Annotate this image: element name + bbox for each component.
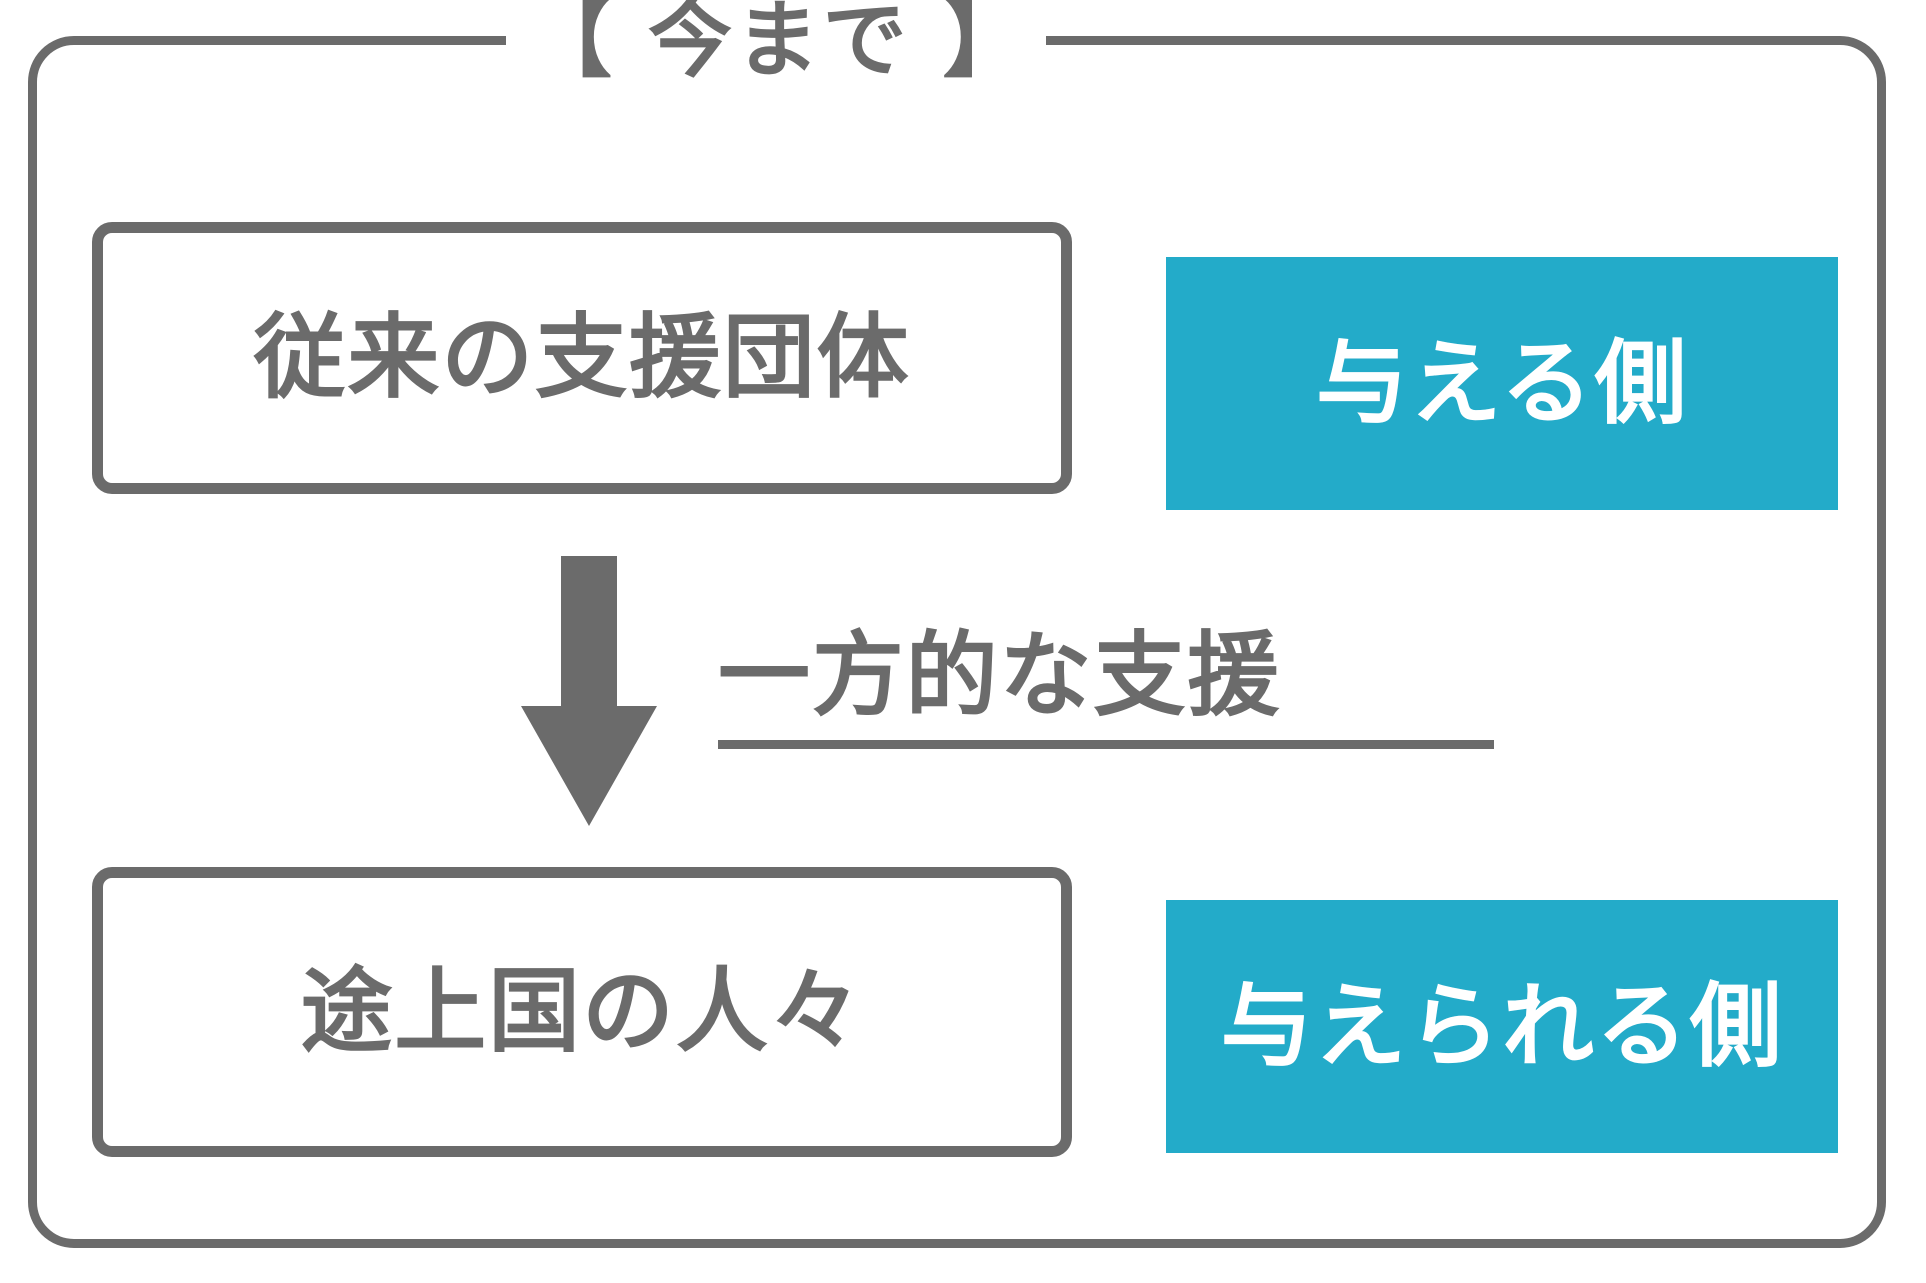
- provider-box: 従来の支援団体: [92, 222, 1072, 494]
- recipient-role-badge: 与えられる側: [1166, 900, 1838, 1153]
- relation-caption-label: 一方的な支援: [718, 622, 1282, 729]
- relation-caption-underline: [718, 740, 1494, 749]
- provider-role-badge-label: 与える側: [1315, 329, 1689, 437]
- arrow-down-icon: [521, 556, 657, 826]
- provider-box-label: 従来の支援団体: [253, 304, 911, 411]
- relation-caption: 一方的な支援: [718, 630, 1508, 760]
- provider-role-badge: 与える側: [1166, 257, 1838, 510]
- recipient-box: 途上国の人々: [92, 867, 1072, 1157]
- title-border-gap: [506, 18, 1046, 64]
- recipient-role-badge-label: 与えられる側: [1220, 972, 1784, 1080]
- recipient-box-label: 途上国の人々: [300, 958, 864, 1065]
- page-title: 【 今まで 】: [527, 0, 1030, 89]
